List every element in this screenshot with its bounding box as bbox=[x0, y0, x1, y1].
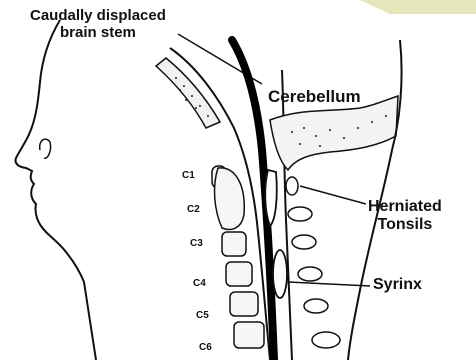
ear bbox=[40, 139, 51, 158]
spinous-process-c4 bbox=[298, 267, 322, 281]
cerebellum bbox=[270, 96, 398, 170]
vertebral-bodies bbox=[212, 166, 264, 348]
spinous-process-c3 bbox=[292, 235, 316, 249]
spinous-process-c2 bbox=[288, 207, 312, 221]
vertebra-c2-body bbox=[215, 168, 245, 230]
syrinx bbox=[273, 250, 287, 298]
occipital-bone bbox=[156, 58, 220, 128]
herniated-tonsil bbox=[265, 170, 277, 226]
vertebra-label-c6: C6 bbox=[199, 342, 212, 353]
label-caudally-displaced-brain-stem: Caudally displaced brain stem bbox=[30, 8, 166, 41]
pointer-line-syrinx bbox=[288, 282, 370, 286]
spinous-processes bbox=[286, 177, 340, 348]
vertebra-label-c2: C2 bbox=[187, 204, 200, 215]
label-brain-stem-line1: Caudally displaced bbox=[30, 8, 166, 25]
label-brain-stem-line2: brain stem bbox=[30, 25, 166, 42]
spinous-process-c5 bbox=[304, 299, 328, 313]
vertebra-c5-body bbox=[230, 292, 258, 316]
spinous-process-c6 bbox=[312, 332, 340, 348]
label-tonsils-line1: Herniated bbox=[368, 198, 442, 216]
vertebra-label-c3: C3 bbox=[190, 238, 203, 249]
vertebra-label-c1: C1 bbox=[182, 170, 195, 181]
vertebra-c6-body bbox=[234, 322, 264, 348]
face-profile bbox=[15, 20, 96, 360]
label-tonsils-line2: Tonsils bbox=[368, 216, 442, 234]
vertebra-label-c5: C5 bbox=[196, 310, 209, 321]
label-herniated-tonsils: Herniated Tonsils bbox=[368, 198, 442, 233]
label-syrinx: Syrinx bbox=[373, 276, 422, 294]
corner-accent bbox=[360, 0, 476, 14]
vertebra-c3-body bbox=[222, 232, 246, 256]
pointer-line-tonsils bbox=[300, 186, 366, 204]
vertebra-label-c4: C4 bbox=[193, 278, 206, 289]
label-cerebellum: Cerebellum bbox=[268, 88, 361, 107]
spinous-process-c1 bbox=[286, 177, 298, 195]
vertebra-c4-body bbox=[226, 262, 252, 286]
